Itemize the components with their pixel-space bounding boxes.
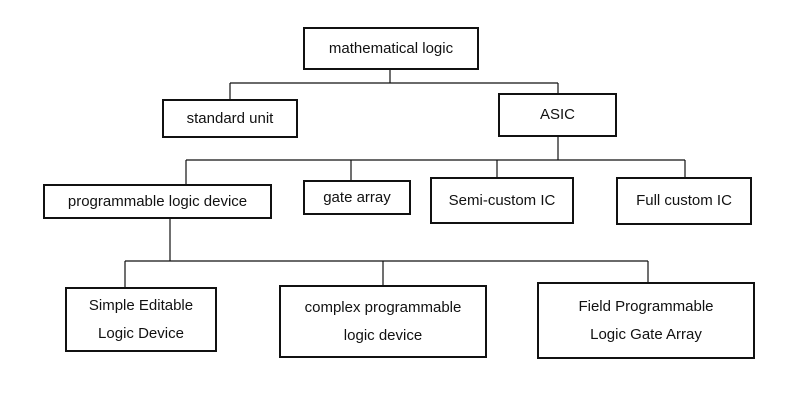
node-fpga-line2: Logic Gate Array — [590, 325, 702, 343]
node-full-custom-ic: Full custom IC — [616, 177, 752, 225]
node-sld-line1: Simple Editable — [88, 296, 194, 314]
node-cpld-line1: complex programmable — [304, 298, 462, 316]
node-field-programmable-logic-gate-array: Field Programmable Logic Gate Array — [537, 282, 755, 359]
node-programmable-logic-device-label: programmable logic device — [67, 192, 248, 210]
node-gate-array-label: gate array — [323, 188, 391, 206]
node-semi-custom-ic-label: Semi-custom IC — [448, 191, 556, 209]
node-sld-line2: Logic Device — [98, 324, 184, 342]
node-programmable-logic-device: programmable logic device — [43, 184, 272, 219]
node-mathematical-logic: mathematical logic — [303, 27, 479, 70]
node-cpld-line2: logic device — [343, 326, 423, 344]
node-simple-editable-logic-device: Simple Editable Logic Device — [65, 287, 217, 352]
node-full-custom-ic-label: Full custom IC — [636, 192, 732, 209]
node-asic-label: ASIC — [539, 106, 575, 123]
node-asic: ASIC — [498, 93, 617, 137]
node-mathematical-logic-label: mathematical logic — [328, 39, 454, 57]
node-gate-array: gate array — [303, 180, 411, 215]
node-semi-custom-ic: Semi-custom IC — [430, 177, 574, 224]
node-standard-unit: standard unit — [162, 99, 298, 138]
node-standard-unit-label: standard unit — [186, 109, 274, 127]
node-fpga-line1: Field Programmable — [578, 297, 714, 315]
node-complex-programmable-logic-device: complex programmable logic device — [279, 285, 487, 358]
